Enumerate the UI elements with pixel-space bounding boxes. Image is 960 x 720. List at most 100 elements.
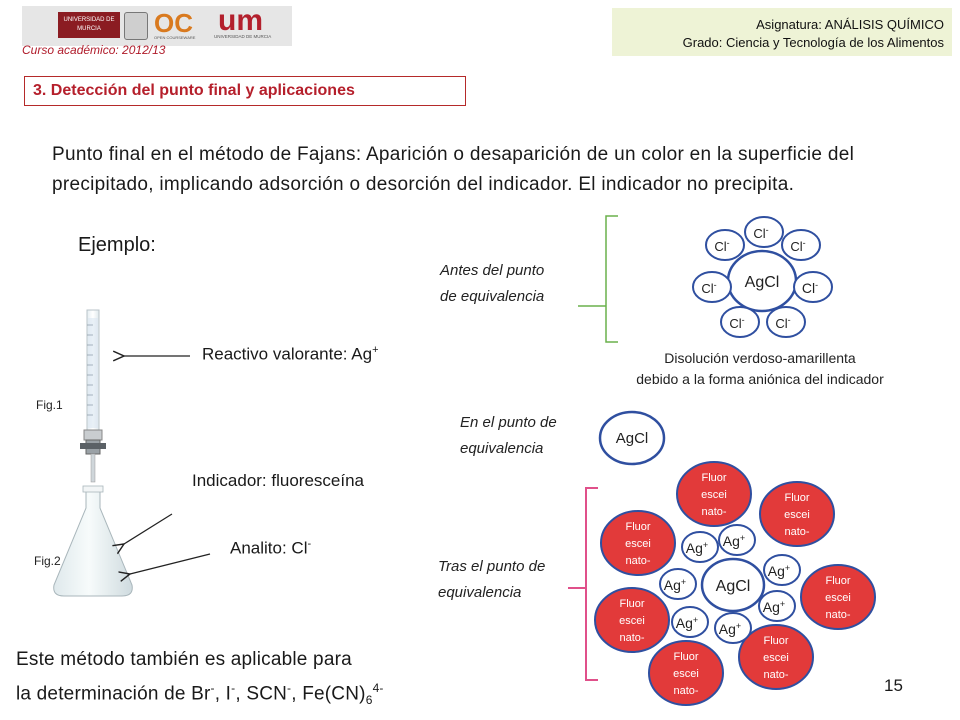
at-cluster: AgCl [598,410,666,466]
page-number: 15 [884,676,903,695]
svg-text:Ag+: Ag+ [723,533,745,549]
at-label-line1: En el punto de [460,414,557,431]
after-cluster: Fluor escei nato- Fluor escei nato- Fluo… [594,461,876,706]
svg-text:escei: escei [825,592,851,604]
svg-text:escei: escei [625,538,651,550]
cl-ion-1-label: Cl- [753,225,768,241]
fluor-ion-3: Fluor escei nato- [600,510,676,576]
after-label-line1: Tras el punto de [438,558,546,575]
ag-ion-4: Ag+ [659,568,697,600]
cl-ion-4-label: Cl- [701,280,716,296]
analito-label: Analito: Cl- [230,538,311,559]
burette-icon [80,309,106,483]
agcl-circle-after [700,557,766,613]
fluor-ion-5: Fluor escei nato- [594,587,670,653]
after-label: Tras el punto de equivalencia [438,554,545,606]
svg-text:escei: escei [784,509,810,521]
ag-ion-2: Ag+ [718,524,756,556]
reactivo-sup: + [372,344,379,356]
section-title: 3. Detección del punto final y aplicacio… [24,76,466,106]
fluor-ion-4: Fluor escei nato- [800,564,876,630]
example-heading: Ejemplo: [78,234,156,256]
ag-ion-7: Ag+ [714,612,752,644]
svg-text:Fluor: Fluor [784,492,809,504]
um-logo-text: um [218,4,263,37]
agcl-label-before: AgCl [745,274,780,291]
before-caption: Disolución verdoso-amarillenta debido a … [600,348,920,390]
svg-text:Fluor: Fluor [625,521,650,533]
cl-ion-2-label: Cl- [714,238,729,254]
svg-text:Fluor: Fluor [619,598,644,610]
fig2-label: Fig.2 [34,554,61,568]
um-logo-sub: UNIVERSIDAD DE MURCIA [214,34,271,39]
svg-text:nato-: nato- [784,526,809,538]
footer-text: Este método también es aplicable para la… [16,646,384,714]
ocw-logo-sub: OPEN COURSEWARE [154,35,196,40]
before-bracket [605,215,618,343]
agcl-label-at: AgCl [616,430,649,447]
ag-ion-3: Ag+ [763,554,801,586]
cl-ion-6 [720,306,760,338]
cl-ion-5 [793,271,833,303]
after-label-line2: equivalencia [438,584,522,601]
university-logo: UNIVERSIDAD DE MURCIA [58,12,120,38]
cl-ion-7-label: Cl- [775,315,790,331]
svg-text:nato-: nato- [701,506,726,518]
analito-arrow-1 [124,513,173,544]
analito-sup: - [307,538,312,550]
cl-ion-5-label: Cl- [802,280,818,296]
svg-text:nato-: nato- [673,685,698,697]
fluor-ion-7: Fluor escei nato- [648,640,724,706]
svg-text:Fluor: Fluor [763,635,788,647]
ag-ion-6: Ag+ [671,606,709,638]
before-cluster: AgCl Cl- Cl- Cl- Cl- Cl- Cl- Cl- [692,216,833,338]
course-info-box: Asignatura: ANÁLISIS QUÍMICO Grado: Cien… [612,8,952,56]
at-label: En el punto de equivalencia [460,410,557,462]
footer-line2: la determinación de Br-, I-, SCN-, Fe(CN… [16,681,384,708]
agcl-circle-at [598,410,666,466]
svg-text:nato-: nato- [619,632,644,644]
indicador-label: Indicador: fluoresceína [192,471,364,490]
cl-ion-4 [692,271,732,303]
cl-ion-3-label: Cl- [790,238,805,254]
svg-text:Fluor: Fluor [673,651,698,663]
at-label-line2: equivalencia [460,440,544,457]
svg-text:nato-: nato- [625,555,650,567]
burette-flask-illustration [53,309,133,597]
fluor-ion-2: Fluor escei nato- [759,481,835,547]
um-logo: um UNIVERSIDAD DE MURCIA [214,4,271,39]
svg-text:nato-: nato- [763,669,788,681]
svg-text:Ag+: Ag+ [768,563,790,579]
ag-ion-1: Ag+ [681,531,719,563]
svg-text:Ag+: Ag+ [676,615,698,631]
svg-text:Ag+: Ag+ [719,621,741,637]
subject-label: Asignatura: ANÁLISIS QUÍMICO [756,17,944,32]
fig1-label: Fig.1 [36,398,63,412]
course-year: Curso académico: 2012/13 [22,43,166,57]
intro-text: Punto final en el método de Fajans: Apar… [52,144,855,195]
svg-text:Fluor: Fluor [825,575,850,587]
before-label-line1: Antes del punto [440,262,545,279]
svg-text:escei: escei [673,668,699,680]
degree-label: Grado: Ciencia y Tecnología de los Alime… [682,35,944,50]
flask-icon [53,485,133,597]
svg-text:escei: escei [701,489,727,501]
analito-text: Analito: Cl [230,538,308,558]
before-caption-line2: debido a la forma aniónica del indicador [636,371,884,387]
fluor-ion-6: Fluor escei nato- [738,624,814,690]
cl-ion-3 [781,229,821,261]
fluor-ion-1: Fluor escei nato- [676,461,752,527]
before-label: Antes del punto de equivalencia [440,258,544,310]
reactivo-label: Reactivo valorante: Ag+ [202,344,379,365]
ag-ion-5: Ag+ [758,590,796,622]
svg-text:Ag+: Ag+ [686,540,708,556]
reactivo-text: Reactivo valorante: Ag [202,344,373,364]
svg-text:Fluor: Fluor [701,472,726,484]
ocw-logo: OC OPEN COURSEWARE [154,8,196,40]
svg-text:Ag+: Ag+ [664,577,686,593]
before-label-line2: de equivalencia [440,288,545,305]
before-caption-line1: Disolución verdoso-amarillenta [664,350,856,366]
cl-ion-7 [766,306,806,338]
